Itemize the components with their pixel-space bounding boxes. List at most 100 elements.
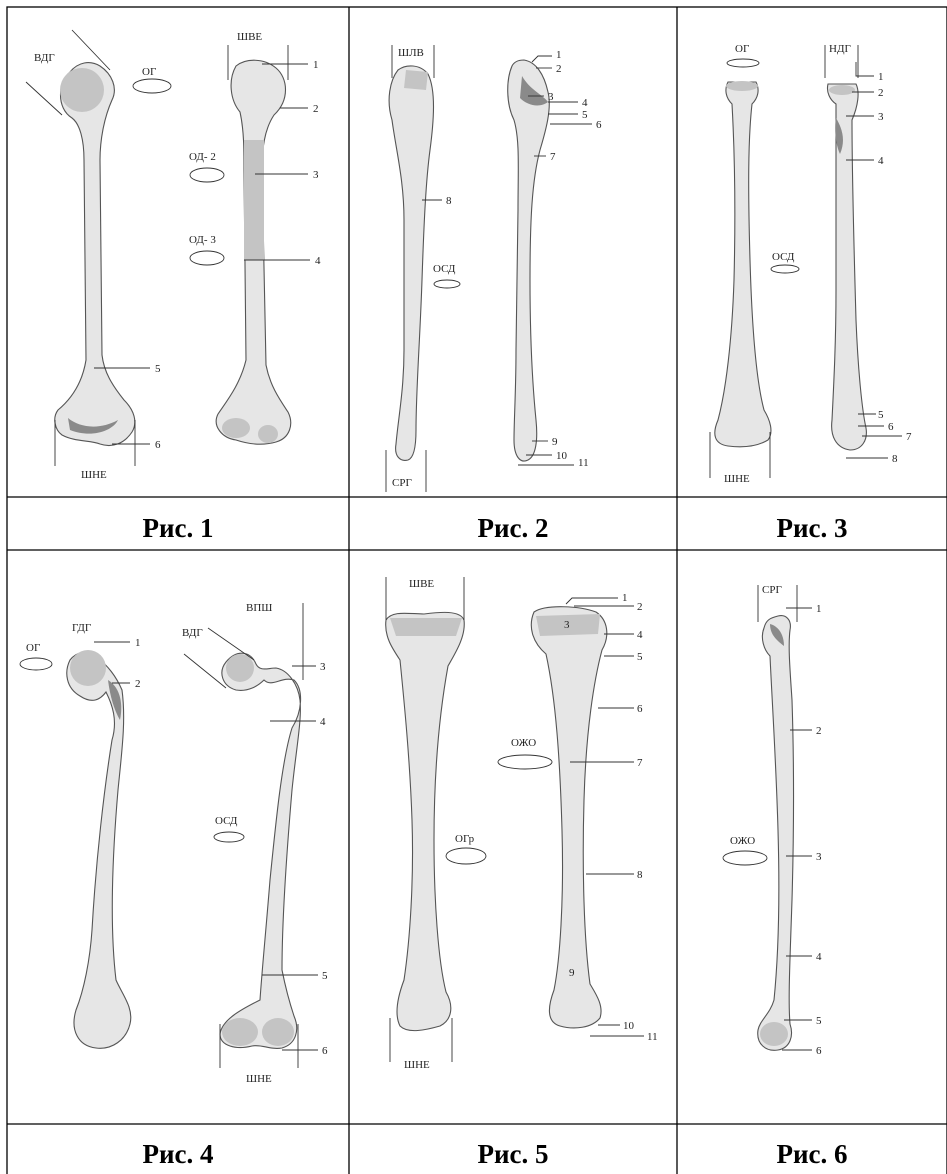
label-srg: СРГ bbox=[392, 477, 412, 489]
radius-back-drawing bbox=[827, 84, 866, 450]
callout-2: 2 bbox=[556, 63, 562, 75]
callout-1: 1 bbox=[135, 637, 141, 649]
callout-9: 9 bbox=[569, 967, 575, 979]
label-shve: ШВЕ bbox=[409, 578, 434, 590]
label-og: ОГ bbox=[142, 66, 156, 78]
answer-oval-od2[interactable] bbox=[190, 168, 224, 182]
callout-9: 9 bbox=[552, 436, 558, 448]
callout-3: 3 bbox=[313, 169, 319, 181]
callout-6: 6 bbox=[596, 119, 602, 131]
answer-oval-osd[interactable] bbox=[214, 832, 244, 842]
answer-oval-og[interactable] bbox=[20, 658, 52, 670]
callout-4: 4 bbox=[320, 716, 326, 728]
label-vdg: ВДГ bbox=[182, 627, 203, 639]
callout-8: 8 bbox=[892, 453, 898, 465]
ulna-front-drawing bbox=[508, 60, 550, 461]
callout-1: 1 bbox=[556, 49, 562, 61]
callout-2: 2 bbox=[816, 725, 822, 737]
answer-oval-og[interactable] bbox=[133, 79, 171, 93]
figure-6-fibula: СРГ ОЖО 1 2 3 4 5 6 bbox=[723, 584, 822, 1057]
callout-1: 1 bbox=[878, 71, 884, 83]
callout-6: 6 bbox=[155, 439, 161, 451]
number-callouts: 1 2 3 4 5 6 bbox=[94, 637, 328, 1057]
tibia-back-drawing bbox=[531, 607, 607, 1028]
label-vpsh: ВПШ bbox=[246, 602, 272, 614]
callout-10: 10 bbox=[556, 450, 568, 462]
answer-oval-ozho[interactable] bbox=[723, 851, 767, 865]
label-gdg: ГДГ bbox=[72, 622, 91, 634]
label-ogr: ОГр bbox=[455, 833, 475, 845]
caption-fig3: Рис. 3 bbox=[776, 513, 847, 543]
label-shne: ШНЕ bbox=[404, 1059, 430, 1071]
figure-2-ulna: ШЛВ ОСД СРГ 1 2 3 4 5 6 7 8 9 1 bbox=[386, 45, 602, 492]
callout-8: 8 bbox=[446, 195, 452, 207]
callout-5: 5 bbox=[878, 409, 884, 421]
caption-fig6: Рис. 6 bbox=[776, 1139, 847, 1169]
callout-4: 4 bbox=[637, 629, 643, 641]
label-shne: ШНЕ bbox=[81, 469, 107, 481]
callout-3: 3 bbox=[878, 111, 884, 123]
label-osd: ОСД bbox=[433, 263, 456, 275]
callout-6: 6 bbox=[888, 421, 894, 433]
answer-oval-og[interactable] bbox=[727, 59, 759, 67]
caption-fig4: Рис. 4 bbox=[142, 1139, 213, 1169]
label-od2: ОД- 2 bbox=[189, 151, 216, 163]
caption-fig5: Рис. 5 bbox=[477, 1139, 548, 1169]
callout-3: 3 bbox=[548, 91, 554, 103]
caption-fig2: Рис. 2 bbox=[477, 513, 548, 543]
callout-5: 5 bbox=[816, 1015, 822, 1027]
humerus-front-drawing bbox=[55, 63, 135, 446]
callout-3: 3 bbox=[816, 851, 822, 863]
label-ndg: НДГ bbox=[829, 43, 851, 55]
callout-10: 10 bbox=[623, 1020, 635, 1032]
callout-6: 6 bbox=[816, 1045, 822, 1057]
callout-8: 8 bbox=[637, 869, 643, 881]
label-shne: ШНЕ bbox=[246, 1073, 272, 1085]
answer-oval-osd[interactable] bbox=[771, 265, 799, 273]
ulna-side-drawing bbox=[389, 66, 433, 460]
caption-fig1: Рис. 1 bbox=[142, 513, 213, 543]
callout-11: 11 bbox=[647, 1031, 658, 1043]
callout-5: 5 bbox=[582, 109, 588, 121]
label-vdg: ВДГ bbox=[34, 52, 55, 64]
label-od3: ОД- 3 bbox=[189, 234, 216, 246]
label-osd: ОСД bbox=[215, 815, 238, 827]
answer-oval-ogr[interactable] bbox=[446, 848, 486, 864]
femur-front-drawing bbox=[220, 653, 301, 1048]
callout-4: 4 bbox=[315, 255, 321, 267]
callout-11: 11 bbox=[578, 457, 589, 469]
callout-1: 1 bbox=[816, 603, 822, 615]
tibia-front-drawing bbox=[386, 612, 465, 1030]
callout-7: 7 bbox=[637, 757, 643, 769]
callout-2: 2 bbox=[878, 87, 884, 99]
label-shve: ШВЕ bbox=[237, 31, 262, 43]
callout-3: 3 bbox=[320, 661, 326, 673]
figure-4-femur: ОГ ГДГ ВДГ ВПШ ОСД ШНЕ 1 2 3 4 5 6 bbox=[20, 602, 328, 1085]
figure-5-tibia: ШВЕ ОЖО ОГр ШНЕ 1 2 3 4 5 6 7 8 9 10 bbox=[386, 577, 658, 1071]
answer-oval-od3[interactable] bbox=[190, 251, 224, 265]
answer-oval-osd[interactable] bbox=[434, 280, 460, 288]
callout-6: 6 bbox=[637, 703, 643, 715]
label-osd: ОСД bbox=[772, 251, 795, 263]
callout-5: 5 bbox=[155, 363, 161, 375]
radius-front-drawing bbox=[715, 81, 771, 447]
callout-2: 2 bbox=[313, 103, 319, 115]
callout-7: 7 bbox=[550, 151, 556, 163]
table-grid bbox=[7, 7, 947, 1174]
figure-1-humerus: ВДГ ОГ ШВЕ ОД- 2 ОД- 3 ШНЕ 1 2 3 4 5 6 bbox=[26, 30, 321, 481]
callout-5: 5 bbox=[637, 651, 643, 663]
callout-4: 4 bbox=[816, 951, 822, 963]
callout-5: 5 bbox=[322, 970, 328, 982]
label-ozho: ОЖО bbox=[511, 737, 536, 749]
label-og: ОГ bbox=[26, 642, 40, 654]
fibula-drawing bbox=[758, 616, 794, 1051]
callout-1: 1 bbox=[313, 59, 319, 71]
callout-7: 7 bbox=[906, 431, 912, 443]
callout-1: 1 bbox=[622, 592, 628, 604]
callout-2: 2 bbox=[135, 678, 141, 690]
label-shne: ШНЕ bbox=[724, 473, 750, 485]
answer-oval-ozho[interactable] bbox=[498, 755, 552, 769]
callout-4: 4 bbox=[878, 155, 884, 167]
callout-6: 6 bbox=[322, 1045, 328, 1057]
